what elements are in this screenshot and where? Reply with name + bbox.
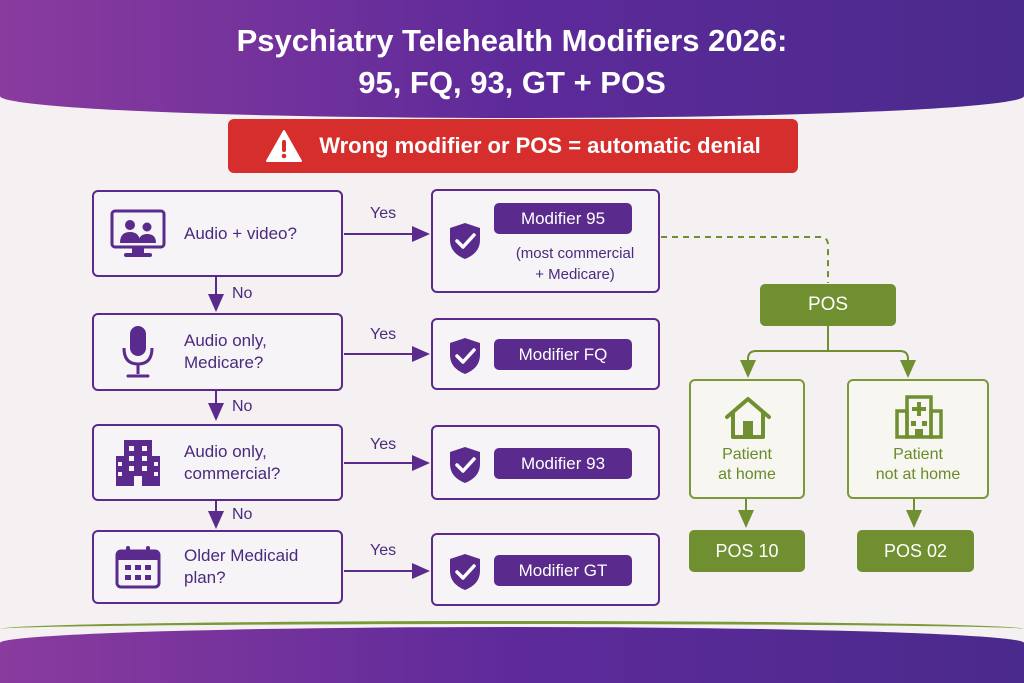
question-audio-medicare: Audio only, Medicare? bbox=[92, 313, 343, 391]
footer-banner bbox=[0, 627, 1024, 683]
yes-label-3: Yes bbox=[370, 436, 397, 453]
shield-check-icon bbox=[450, 223, 480, 259]
modifier-fq-pill: Modifier FQ bbox=[494, 339, 632, 370]
calendar-icon bbox=[115, 546, 161, 589]
microphone-icon bbox=[122, 326, 154, 378]
footer-accent-line bbox=[0, 621, 1024, 629]
modifier-95-pill: Modifier 95 bbox=[494, 203, 632, 234]
header-banner bbox=[0, 0, 1024, 118]
patient-at-home-box: Patient at home bbox=[689, 379, 805, 499]
no-label-2: No bbox=[232, 398, 253, 415]
warning-triangle-icon bbox=[266, 130, 303, 162]
house-icon bbox=[725, 397, 771, 439]
answer-modifier-93: Modifier 93 bbox=[431, 425, 660, 500]
answer-modifier-95: Modifier 95 (most commercial + Medicare) bbox=[431, 189, 660, 293]
pos-10-box: POS 10 bbox=[689, 530, 805, 572]
modifier-93-pill: Modifier 93 bbox=[494, 448, 632, 479]
page-title: Psychiatry Telehealth Modifiers 2026: 95… bbox=[236, 23, 788, 100]
yes-label-2: Yes bbox=[370, 326, 397, 343]
shield-check-icon bbox=[450, 554, 480, 590]
answer-modifier-gt: Modifier GT bbox=[431, 533, 660, 606]
yes-label-4: Yes bbox=[370, 542, 397, 559]
yes-label-1: Yes bbox=[370, 205, 397, 222]
pos-02-box: POS 02 bbox=[857, 530, 974, 572]
shield-check-icon bbox=[450, 338, 480, 374]
building-icon bbox=[116, 439, 160, 486]
question-audio-video: Audio + video? bbox=[92, 190, 343, 277]
warning-banner: Wrong modifier or POS = automatic denial bbox=[228, 119, 798, 173]
hospital-icon bbox=[895, 395, 943, 439]
warning-text: Wrong modifier or POS = automatic denial bbox=[319, 133, 761, 158]
no-label-1: No bbox=[232, 285, 253, 302]
modifier-gt-pill: Modifier GT bbox=[494, 555, 632, 586]
video-call-icon bbox=[110, 209, 166, 257]
no-label-3: No bbox=[232, 506, 253, 523]
question-audio-commercial: Audio only, commercial? bbox=[92, 424, 343, 501]
modifier-95-note: (most commercial + Medicare) bbox=[515, 245, 635, 283]
question-medicaid: Older Medicaid plan? bbox=[92, 530, 343, 604]
patient-not-at-home-box: Patient not at home bbox=[847, 379, 989, 499]
pos-root: POS bbox=[760, 284, 896, 326]
answer-modifier-fq: Modifier FQ bbox=[431, 318, 660, 390]
shield-check-icon bbox=[450, 447, 480, 483]
